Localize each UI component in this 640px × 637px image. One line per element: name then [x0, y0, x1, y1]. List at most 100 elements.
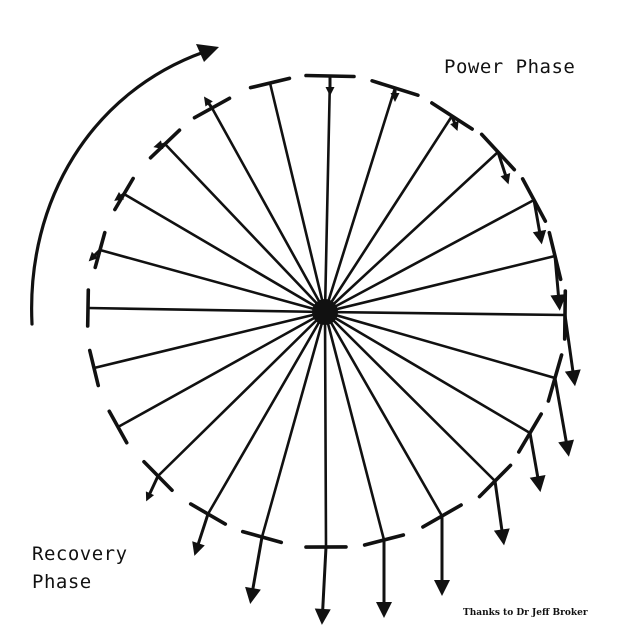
spoke-9 [323, 310, 546, 493]
force-vector-arrowhead [245, 586, 261, 604]
rotation-direction-arrow [30, 44, 219, 326]
force-vector [207, 102, 214, 110]
pedal-crossbar [87, 348, 101, 388]
spoke-16 [142, 310, 327, 502]
rotation-arc [30, 50, 206, 326]
force-vector [532, 198, 541, 233]
crank-hub [312, 299, 338, 325]
force-vector [321, 545, 328, 611]
force-vector [450, 114, 456, 125]
spoke-14 [240, 310, 327, 604]
spoke-3 [323, 101, 474, 314]
spoke-line [92, 310, 327, 370]
spoke-line [122, 192, 327, 314]
spoke-line [323, 310, 328, 549]
spoke-line [323, 198, 536, 314]
spoke-line [323, 310, 532, 435]
spoke-8 [323, 310, 574, 457]
spoke-18 [87, 310, 327, 388]
force-vector [553, 254, 560, 297]
spoke-line [323, 310, 444, 518]
spoke-line [86, 306, 327, 314]
force-vector [553, 376, 568, 443]
force-vector [251, 535, 264, 590]
spoke-19 [85, 288, 327, 328]
force-vector-arrowhead [88, 251, 99, 262]
spoke-line [323, 74, 332, 314]
force-vector-arrowhead [558, 439, 574, 457]
force-vector [563, 313, 575, 372]
force-vector-arrowhead [434, 580, 450, 596]
power-phase-label: Power Phase [444, 56, 576, 78]
force-vector-arrowhead [550, 294, 567, 311]
spoke-line [156, 310, 327, 478]
force-vector-arrowhead [564, 369, 581, 387]
spoke-7 [323, 289, 581, 387]
recovery-phase-label-line2: Phase [32, 571, 92, 593]
recovery-phase-label: Recovery Phase [32, 540, 128, 596]
force-vector-arrowhead [203, 96, 213, 107]
force-vector-arrowhead [153, 140, 164, 150]
spoke-line [260, 310, 327, 539]
force-vector-arrowhead [500, 173, 511, 185]
spoke-line [206, 310, 327, 516]
spoke-group [85, 73, 581, 625]
force-vector-arrowhead [376, 602, 392, 618]
rotation-arrowhead [196, 44, 219, 62]
spoke-line [116, 310, 327, 429]
spoke-10 [323, 310, 513, 546]
spoke-17 [107, 310, 327, 445]
spoke-line [98, 248, 327, 314]
spoke-6 [323, 230, 567, 314]
spoke-2 [323, 79, 420, 314]
spoke-15 [188, 310, 327, 556]
force-vector-arrowhead [114, 192, 125, 201]
recovery-phase-label-line1: Recovery [32, 543, 128, 565]
force-vector-arrowhead [493, 528, 510, 546]
force-vector [160, 142, 167, 147]
spoke-line [323, 310, 386, 542]
force-vector-arrowhead [532, 229, 547, 245]
spoke-line [323, 254, 557, 314]
force-vector [93, 248, 102, 257]
force-vector-arrowhead [145, 491, 155, 502]
pedal-crossbar [248, 76, 292, 90]
spoke-12 [323, 310, 406, 618]
spoke-4 [323, 132, 517, 314]
pedal-crossbar [107, 409, 129, 445]
spoke-line [323, 86, 397, 314]
spoke-line [268, 81, 327, 314]
force-vector [528, 431, 540, 478]
force-vector [120, 192, 126, 198]
spoke-line [323, 114, 454, 314]
force-vector-arrowhead [529, 474, 546, 493]
force-vector-arrowhead [450, 121, 459, 132]
force-vector [493, 479, 504, 532]
spoke-21 [113, 176, 327, 314]
force-vector [496, 150, 507, 177]
force-vector-arrowhead [314, 608, 331, 625]
pedal-crossbar [85, 288, 91, 328]
spoke-13 [304, 310, 348, 625]
spoke-24 [248, 76, 327, 314]
spoke-line [323, 150, 500, 314]
spoke-line [163, 142, 327, 314]
spoke-22 [148, 128, 327, 314]
spoke-line [323, 310, 557, 380]
credit-note: Thanks to Dr Jeff Broker [463, 608, 588, 618]
force-vector [148, 474, 160, 495]
force-vector-arrowhead [390, 93, 400, 102]
spoke-5 [323, 177, 548, 314]
spoke-line [210, 106, 327, 314]
spoke-20 [88, 230, 327, 314]
spoke-1 [304, 73, 356, 314]
force-vector-arrowhead [325, 87, 335, 96]
spoke-line [323, 310, 497, 483]
spoke-11 [323, 310, 463, 596]
force-vector-arrowhead [192, 541, 205, 556]
force-vector [196, 512, 210, 545]
spoke-line [323, 310, 567, 317]
spoke-23 [192, 96, 327, 314]
